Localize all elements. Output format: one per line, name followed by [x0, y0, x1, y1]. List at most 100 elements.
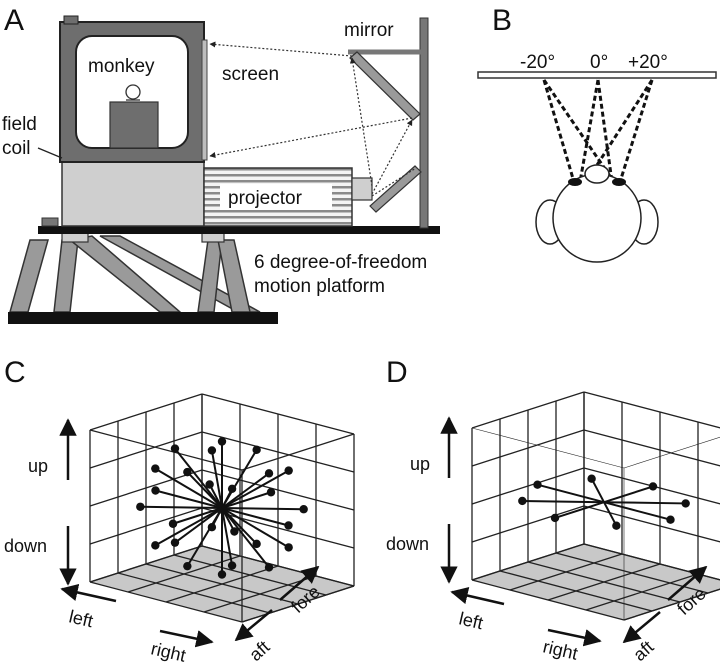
- heading-vector: [172, 507, 223, 525]
- left-arrow: [450, 587, 505, 606]
- grid-line: [89, 431, 203, 469]
- heading-endpoint: [151, 541, 160, 550]
- heading-vector: [221, 507, 270, 569]
- platform-top-deck: [38, 226, 440, 234]
- heading-vector: [210, 450, 223, 509]
- monkey-head-icon: [125, 84, 141, 100]
- grid-line: [241, 433, 355, 471]
- heading-vector: [186, 507, 223, 567]
- booth-base: [61, 161, 205, 227]
- aft-arrow: [622, 611, 661, 644]
- platform-base: [8, 312, 278, 324]
- screen-bar: [477, 71, 717, 79]
- heading-endpoint: [183, 561, 192, 571]
- panel-a: A monkey screen field coil: [2, 4, 440, 324]
- angle-0: 0°: [590, 52, 608, 73]
- heading-vector: [140, 505, 223, 509]
- heading-endpoint: [170, 444, 180, 453]
- field-coil-label-line2: coil: [2, 138, 31, 159]
- heading-vector: [221, 507, 304, 511]
- heading-vector: [221, 507, 290, 549]
- heading-endpoint: [587, 474, 596, 483]
- heading-vector: [174, 507, 223, 544]
- right-arrow: [159, 629, 214, 648]
- heading-vector: [221, 491, 272, 509]
- panel-c: C up down left right fore aft: [4, 356, 355, 663]
- heading-endpoint: [284, 466, 293, 475]
- heading-vector: [186, 471, 223, 509]
- right-eye: [612, 178, 626, 186]
- grid-line: [89, 429, 243, 471]
- head-icon: [535, 164, 659, 263]
- grid-line: [583, 429, 720, 467]
- up-label: up: [410, 454, 430, 474]
- mirror-lower: [369, 165, 422, 213]
- heading-endpoint: [207, 446, 217, 455]
- down-label: down: [386, 534, 429, 554]
- light-paths: [209, 41, 417, 197]
- left-label: left: [457, 608, 485, 633]
- heading-endpoint: [299, 505, 308, 514]
- heading-endpoint: [612, 521, 621, 530]
- left-eye: [568, 178, 582, 186]
- right-arrow: [547, 628, 602, 647]
- nose: [584, 164, 610, 184]
- heading-vector: [221, 507, 234, 566]
- left-arrow: [60, 583, 117, 603]
- grid-line: [241, 585, 355, 623]
- mirror-label: mirror: [344, 20, 394, 41]
- screen-label: screen: [222, 64, 279, 85]
- grid-line: [527, 561, 681, 603]
- platform-label-line1: 6 degree-of-freedom: [254, 252, 427, 273]
- panel-b: B -20° 0° +20°: [477, 4, 717, 263]
- grid-line: [583, 505, 720, 543]
- heading-endpoint: [227, 561, 237, 570]
- grid-line: [583, 467, 720, 505]
- heading-vector: [590, 478, 605, 503]
- heading-endpoint: [205, 480, 214, 489]
- heading-vector: [603, 501, 671, 521]
- heading-vector: [221, 469, 290, 509]
- heading-endpoint: [533, 480, 542, 489]
- grid-line: [623, 436, 720, 469]
- right-label: right: [541, 636, 580, 663]
- fore-arrow: [279, 565, 320, 601]
- heading-endpoint: [151, 486, 160, 495]
- heading-endpoint: [284, 543, 293, 552]
- panel-a-letter: A: [4, 4, 24, 37]
- projector-lens: [351, 177, 373, 201]
- grid-line: [145, 563, 299, 605]
- monkey-label: monkey: [88, 56, 155, 77]
- heading-vector: [554, 501, 605, 519]
- heading-vector: [537, 483, 605, 504]
- mirror-frame-post: [419, 17, 429, 229]
- heading-endpoint: [264, 469, 274, 478]
- panel-b-letter: B: [492, 4, 512, 37]
- heading-endpoint: [252, 539, 261, 549]
- heading-vector: [154, 507, 223, 547]
- grid-line: [201, 393, 355, 435]
- heading-vector: [154, 467, 223, 509]
- heading-vector: [603, 485, 654, 504]
- heading-endpoint: [518, 496, 527, 506]
- heading-vector: [221, 507, 289, 527]
- right-label: right: [149, 638, 188, 663]
- field-coil-label-line1: field: [2, 114, 37, 135]
- grid-line: [471, 429, 585, 467]
- motion-platform-legs: [9, 229, 261, 313]
- cube-d: [471, 391, 720, 621]
- angle-plus20: +20°: [628, 52, 668, 73]
- grid-line: [89, 393, 203, 431]
- down-label: down: [4, 536, 47, 556]
- heading-endpoint: [550, 513, 560, 523]
- heading-endpoint: [183, 467, 192, 477]
- aft-label: aft: [629, 637, 657, 663]
- platform-label-line2: motion platform: [254, 276, 385, 297]
- up-label: up: [28, 456, 48, 476]
- heading-endpoint: [170, 538, 180, 547]
- heading-vector: [221, 507, 236, 532]
- heading-endpoint: [227, 484, 237, 494]
- heading-endpoint: [136, 502, 145, 511]
- screen: [201, 39, 208, 161]
